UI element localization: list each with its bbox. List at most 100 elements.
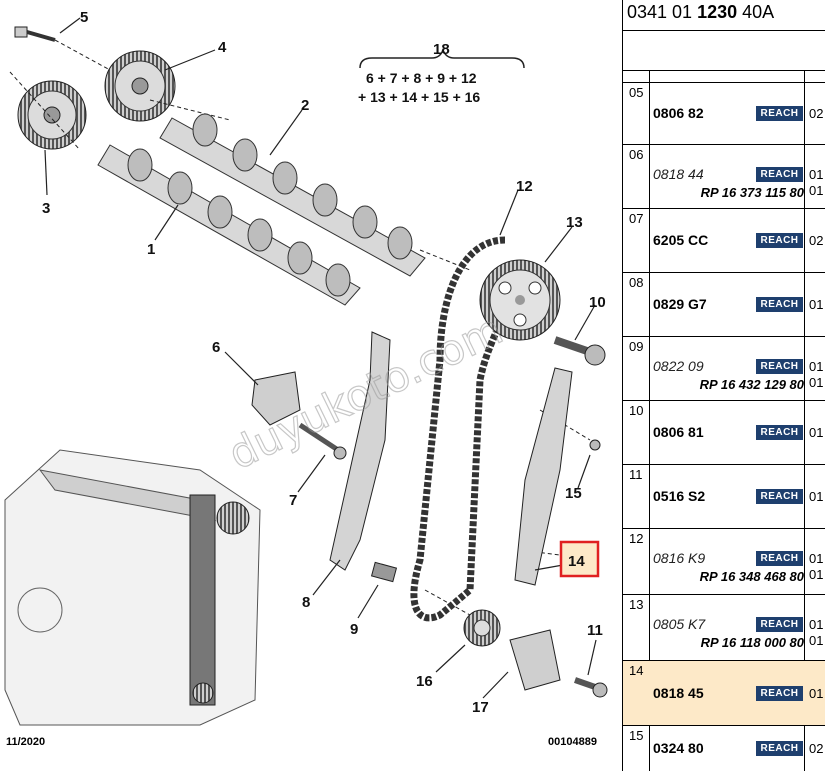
part-row-11[interactable]: 11 0516 S2 REACH 01	[623, 464, 825, 528]
part-row-number: 08	[629, 275, 644, 290]
replacement-part-number: RP 16 373 115 80	[700, 185, 804, 200]
part-code[interactable]: 0324 80	[653, 740, 704, 756]
reach-badge: REACH	[756, 489, 803, 504]
panel-column-divider	[804, 70, 805, 771]
bolt-9	[370, 561, 398, 583]
bolt-11	[574, 677, 608, 698]
reference-number: 0341 01 1230 40A	[627, 2, 775, 22]
part-row-05[interactable]: 05 0806 82 REACH 02	[623, 82, 825, 144]
part-quantity: 01	[809, 686, 824, 701]
part-quantity: 01	[809, 359, 824, 374]
callout-14: 14	[568, 553, 585, 570]
part-row-number: 13	[629, 597, 644, 612]
part-row-number: 15	[629, 728, 644, 743]
parts-list-panel: 0341 01 1230 40A 05 0806 82 REACH 02 06 0818 …	[622, 0, 825, 771]
part-quantity: 01	[809, 183, 824, 198]
callout-11: 11	[587, 622, 603, 639]
reach-badge: REACH	[756, 359, 803, 374]
tensioner-guide-8	[329, 331, 391, 571]
part-row-15[interactable]: 15 0324 80 REACH 02	[623, 725, 825, 771]
part-code[interactable]: 0516 S2	[653, 488, 706, 504]
chain-tensioner-6	[251, 371, 301, 426]
diagram-code: 00104889	[548, 736, 597, 748]
row-divider	[623, 272, 825, 273]
part-quantity: 02	[809, 106, 824, 121]
reach-badge: REACH	[756, 167, 803, 182]
camshaft-1	[97, 144, 361, 306]
callout-15: 15	[565, 485, 582, 502]
timing-chain-exploded-diagram: duyukoto.com 5 4 3 1 2 18 6 + 7 + 8 + 9 …	[4, 9, 608, 748]
callout-6: 6	[212, 339, 220, 356]
row-divider	[623, 336, 825, 337]
callout-3: 3	[42, 200, 50, 217]
part-row-number: 05	[629, 85, 644, 100]
callout-1: 1	[147, 241, 155, 258]
part-code[interactable]: 0822 09	[653, 358, 704, 374]
formula-line-2: + 13 + 14 + 15 + 16	[358, 89, 480, 105]
callout-17: 17	[472, 699, 489, 716]
replacement-part-number: RP 16 118 000 80	[700, 635, 804, 650]
part-quantity: 01	[809, 551, 824, 566]
part-quantity: 02	[809, 233, 824, 248]
row-divider	[623, 144, 825, 145]
bolt-7	[298, 422, 347, 460]
engine-block	[4, 449, 261, 726]
part-code[interactable]: 0806 81	[653, 424, 704, 440]
reach-badge: REACH	[756, 741, 803, 756]
camshaft-sprocket-3	[17, 80, 87, 150]
part-code[interactable]: 0806 82	[653, 105, 704, 121]
panel-divider	[623, 30, 825, 31]
row-divider	[623, 528, 825, 529]
part-row-number: 06	[629, 147, 644, 162]
part-code[interactable]: 0805 K7	[653, 616, 706, 632]
part-code[interactable]: 0818 44	[653, 166, 704, 182]
diagram-date: 11/2020	[6, 736, 45, 748]
callout-10: 10	[589, 294, 606, 311]
part-quantity: 01	[809, 489, 824, 504]
row-divider	[623, 208, 825, 209]
panel-divider	[623, 70, 825, 71]
row-divider	[623, 464, 825, 465]
panel-column-divider	[649, 70, 650, 771]
hydraulic-tensioner-17	[509, 629, 561, 691]
part-quantity: 01	[809, 633, 824, 648]
part-code[interactable]: 6205 CC	[653, 232, 709, 248]
part-quantity: 01	[809, 167, 824, 182]
part-row-number: 12	[629, 531, 644, 546]
part-row-number: 09	[629, 339, 644, 354]
part-quantity: 02	[809, 741, 824, 756]
callout-9: 9	[350, 621, 358, 638]
bolt-5	[14, 26, 56, 42]
callout-8: 8	[302, 594, 310, 611]
callout-4: 4	[218, 39, 227, 56]
row-divider	[623, 725, 825, 726]
part-row-10[interactable]: 10 0806 81 REACH 01	[623, 400, 825, 464]
part-quantity: 01	[809, 375, 824, 390]
reach-badge: REACH	[756, 425, 803, 440]
part-quantity: 01	[809, 297, 824, 312]
callout-13: 13	[566, 214, 583, 231]
reach-badge: REACH	[756, 106, 803, 121]
crankshaft-sprocket-16	[463, 609, 501, 647]
replacement-part-number: RP 16 348 468 80	[699, 569, 804, 584]
replacement-part-number: RP 16 432 129 80	[699, 377, 804, 392]
part-quantity: 01	[809, 425, 824, 440]
part-row-number: 11	[629, 467, 643, 482]
callout-14-highlight	[559, 540, 600, 578]
callout-12: 12	[516, 178, 533, 195]
bolts-15	[589, 439, 601, 451]
callout-18-brace	[359, 47, 525, 69]
part-code[interactable]: 0829 G7	[653, 296, 707, 312]
callout-5: 5	[80, 9, 88, 26]
part-code[interactable]: 0816 K9	[653, 550, 706, 566]
part-row-number: 10	[629, 403, 644, 418]
camshaft-sprocket-4	[104, 50, 176, 122]
part-code[interactable]: 0818 45	[653, 685, 704, 701]
